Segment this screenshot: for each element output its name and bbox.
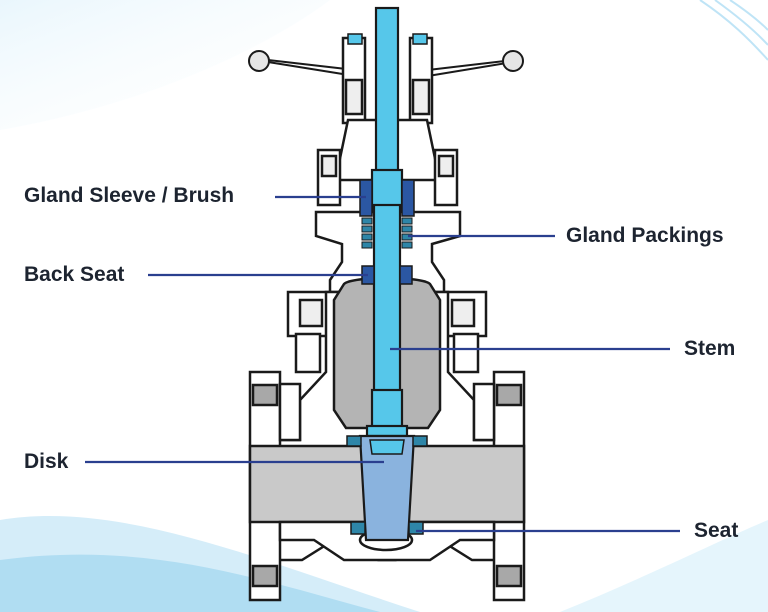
label-seat: Seat [694,519,739,542]
label-gland-packings: Gland Packings [566,224,724,247]
background-swoosh-top [0,0,330,130]
label-gland-sleeve: Gland Sleeve / Brush [24,184,235,207]
gland-sleeve [359,179,415,217]
background-swoosh-right [560,520,768,612]
gland-packings [361,217,413,249]
background-arcs [699,0,768,61]
background-swoosh-bottom-dark [0,554,380,612]
label-disk: Disk [24,450,69,473]
body-flange-bolts [286,290,488,374]
leader-lines [85,195,680,533]
handwheel-icon [248,50,524,77]
label-stem: Stem [684,337,736,360]
gland-bolts [316,148,459,207]
disk [358,434,416,542]
label-back-seat: Back Seat [24,263,125,286]
stem [365,6,409,438]
